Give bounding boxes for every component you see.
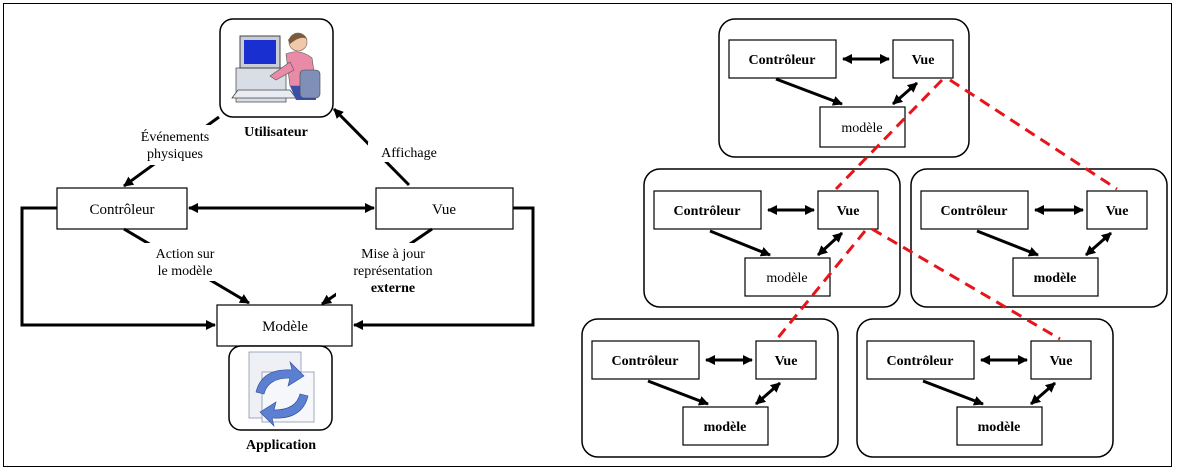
controller-box	[653, 190, 762, 230]
controller-box	[56, 187, 188, 230]
view-model-arrow	[1030, 381, 1056, 406]
application-cycle-icon	[248, 351, 315, 427]
application-caption: Application	[246, 438, 316, 453]
view-model-arrow	[892, 81, 918, 106]
controller-box	[728, 39, 837, 79]
diagram-frame	[3, 3, 1172, 467]
model-label: Modèle	[262, 319, 308, 335]
hierarchy-link	[834, 78, 944, 191]
view-label: Vue	[1106, 204, 1129, 219]
hierarchy-link	[949, 78, 1118, 191]
model-box	[819, 106, 906, 148]
controller-model-arrow	[775, 77, 843, 106]
monitor-screen	[244, 40, 276, 64]
right-hierarchy: Contrôleur Vue modèle Contrôleur Vue mod…	[581, 18, 1168, 458]
hierarchy-link	[775, 230, 867, 340]
controller-label: Contrôleur	[887, 354, 954, 369]
model-label: modèle	[1034, 271, 1077, 286]
view-box	[1086, 190, 1148, 230]
view-box	[1030, 340, 1092, 380]
model-label: modèle	[841, 121, 882, 136]
update-label-line2: représentation	[353, 264, 432, 279]
view-model-arrow	[816, 231, 844, 257]
events-label-line2: physiques	[147, 147, 203, 162]
view-label: Vue	[837, 204, 860, 219]
view-model-arrow	[1085, 231, 1112, 257]
update-label-line1: Mise à jour	[361, 247, 425, 262]
controller-label: Contrôleur	[90, 202, 155, 218]
left-mvc-cycle: Utilisateur Contrôleur Vue Modèle Applic…	[20, 18, 535, 453]
controller-model-arrow	[709, 229, 771, 257]
model-label: modèle	[978, 420, 1021, 435]
model-label: modèle	[704, 420, 747, 435]
view-box	[755, 340, 817, 380]
view-model-loop	[353, 206, 535, 330]
view-model-arrow	[755, 381, 781, 406]
model-box	[682, 406, 769, 446]
action-label-line2: le modèle	[158, 264, 213, 279]
model-box	[1012, 257, 1099, 297]
model-label: modèle	[766, 271, 807, 286]
view-label: Vue	[1050, 354, 1073, 369]
controller-label: Contrôleur	[749, 53, 816, 68]
view-box	[892, 39, 954, 79]
events-label-line1: Événements	[141, 128, 209, 145]
action-label-line1: Action sur	[156, 247, 215, 262]
view-label: Vue	[432, 202, 456, 218]
controller-label: Contrôleur	[612, 354, 679, 369]
controller-model-arrow	[922, 379, 984, 406]
display-label: Affichage	[381, 146, 437, 161]
view-label: Vue	[775, 354, 798, 369]
user-caption: Utilisateur	[244, 125, 308, 140]
hierarchy-link	[871, 227, 1061, 341]
controller-label: Contrôleur	[941, 204, 1008, 219]
controller-box	[920, 190, 1029, 230]
controller-model-loop	[20, 206, 216, 330]
user-at-computer-icon	[231, 32, 321, 103]
update-label-line3: externe	[371, 281, 415, 296]
view-box	[375, 187, 514, 230]
controller-model-arrow	[976, 229, 1039, 257]
controller-box	[591, 340, 700, 380]
controller-model-arrow	[647, 379, 709, 406]
model-box	[956, 406, 1043, 446]
view-label: Vue	[912, 53, 935, 68]
controller-box	[866, 340, 975, 380]
view-box	[817, 190, 879, 230]
hierarchy-links	[775, 78, 1118, 341]
controller-label: Contrôleur	[674, 204, 741, 219]
